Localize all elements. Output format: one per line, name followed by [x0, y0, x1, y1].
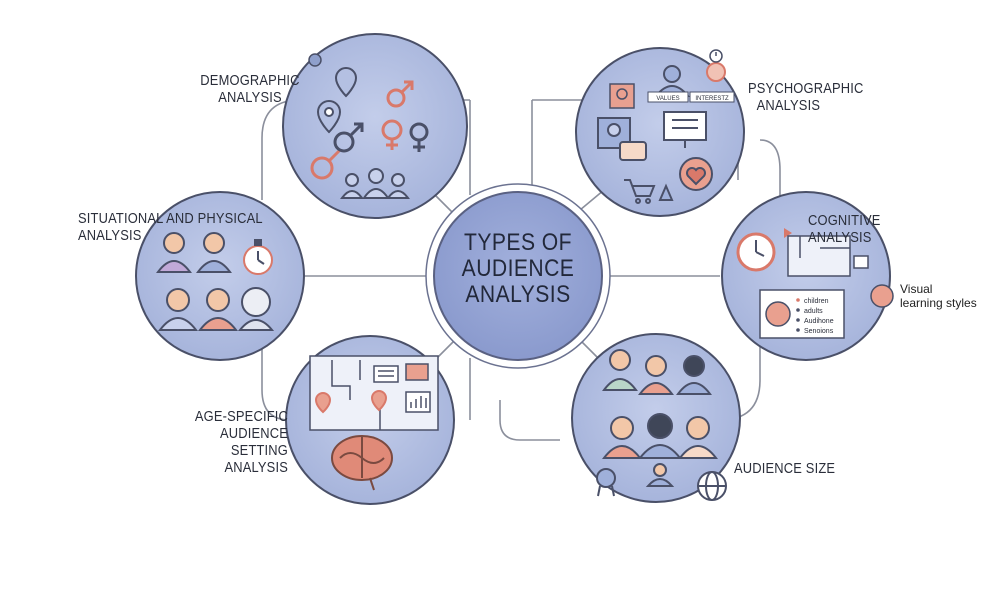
label-line: ANALYSIS: [756, 97, 821, 114]
lamp-icon: [658, 183, 674, 201]
label-line: PSYCHOGRAPHIC: [748, 80, 864, 97]
cognitive-list-item: adults: [804, 308, 823, 315]
label-line: COGNITIVE ANALYSIS: [808, 212, 881, 246]
person-avatar-1: [156, 232, 192, 273]
floorplan-icon: [787, 235, 851, 277]
label-line: SETTING: [230, 442, 288, 459]
person-frame-icon: [609, 83, 635, 109]
map-pin-icon: [314, 390, 388, 414]
visual-callout-dot: [870, 284, 894, 308]
label-line: AUDIENCE: [219, 425, 288, 442]
visual-learning-callout: Visual learning styles: [900, 282, 990, 310]
psychographic-label: PSYCHOGRAPHIC ANALYSIS: [748, 80, 877, 114]
audience-size-node: [571, 333, 741, 503]
crowd-icons: [601, 349, 719, 487]
brain-icon: [331, 435, 393, 491]
gender-symbols-dark-icon: [333, 122, 429, 153]
people-group-icon: [340, 168, 410, 199]
cognitive-node: [721, 191, 894, 361]
location-pin-icon: [316, 67, 358, 134]
interests-tag-text: INTERESTZ: [695, 96, 729, 102]
connector-bottom-mid: [499, 400, 560, 441]
label-line: ANALYSIS: [224, 459, 288, 476]
person-avatar-5: [237, 287, 275, 331]
bar-chart-icon: [405, 391, 431, 413]
cognitive-label: COGNITIVE ANALYSIS: [808, 212, 946, 246]
center-title-line: ANALYSIS: [465, 281, 571, 308]
interests-tag: [689, 91, 735, 103]
clock-icon: [736, 232, 776, 272]
values-tag: [647, 91, 689, 103]
center-title-line: TYPES OF: [464, 229, 572, 256]
brain-card: [759, 289, 845, 339]
globe-icon: [697, 471, 727, 501]
demographic-node: [282, 33, 468, 219]
callout-line: learning styles: [900, 296, 977, 310]
center-node: [425, 183, 611, 369]
label-line: SITUATIONAL AND PHYSICAL: [78, 210, 263, 227]
play-marker-icon: [784, 228, 792, 238]
label-line: DEMOGRAPHIC: [200, 72, 300, 89]
situational-node: [135, 191, 305, 361]
situational-label: SITUATIONAL AND PHYSICAL ANALYSIS: [78, 210, 276, 244]
age-specific-node: [285, 335, 455, 505]
list-bullets: [796, 298, 800, 332]
person-avatar-4: [197, 288, 239, 331]
center-title-line: AUDIENCE: [461, 255, 575, 282]
demographic-label: DEMOGRAPHIC ANALYSIS: [197, 72, 304, 106]
monitor-icon: [663, 111, 707, 148]
gender-symbols-icon: [310, 80, 414, 180]
age-specific-label: AGE-SPECIFIC AUDIENCE SETTING ANALYSIS: [187, 408, 288, 476]
person-avatar-2: [196, 232, 232, 273]
callout-line: Visual: [900, 282, 933, 296]
heart-icon: [679, 157, 713, 191]
cognitive-list-item: children: [804, 298, 829, 305]
label-line: AUDIENCE SIZE: [734, 460, 836, 477]
cognitive-list-item: Audihone: [804, 318, 834, 325]
psychographic-node: [575, 47, 745, 217]
alarm-person-icon: [706, 62, 726, 82]
audience-size-label: AUDIENCE SIZE: [734, 460, 846, 477]
person-avatar-3: [157, 288, 199, 331]
values-tag-text: VALUES: [656, 96, 679, 102]
timer-icon: [243, 239, 273, 275]
label-line: ANALYSIS: [218, 89, 282, 106]
chat-bubble-icon: [619, 141, 647, 161]
cognitive-list-item: Senoions: [804, 328, 834, 335]
label-line: AGE-SPECIFIC: [194, 408, 288, 425]
chart-mini-icon: [853, 255, 869, 269]
photo-icon: [405, 363, 429, 381]
document-icon: [373, 365, 399, 383]
globe-small-icon: [308, 53, 322, 67]
label-line: ANALYSIS: [78, 227, 142, 244]
badge-icon: [596, 468, 616, 497]
center-title: TYPES OF AUDIENCE ANALYSIS: [441, 230, 596, 308]
shopping-cart-icon: [624, 179, 656, 204]
connector-right-top: [759, 139, 781, 235]
clock-small-icon: [709, 49, 723, 63]
